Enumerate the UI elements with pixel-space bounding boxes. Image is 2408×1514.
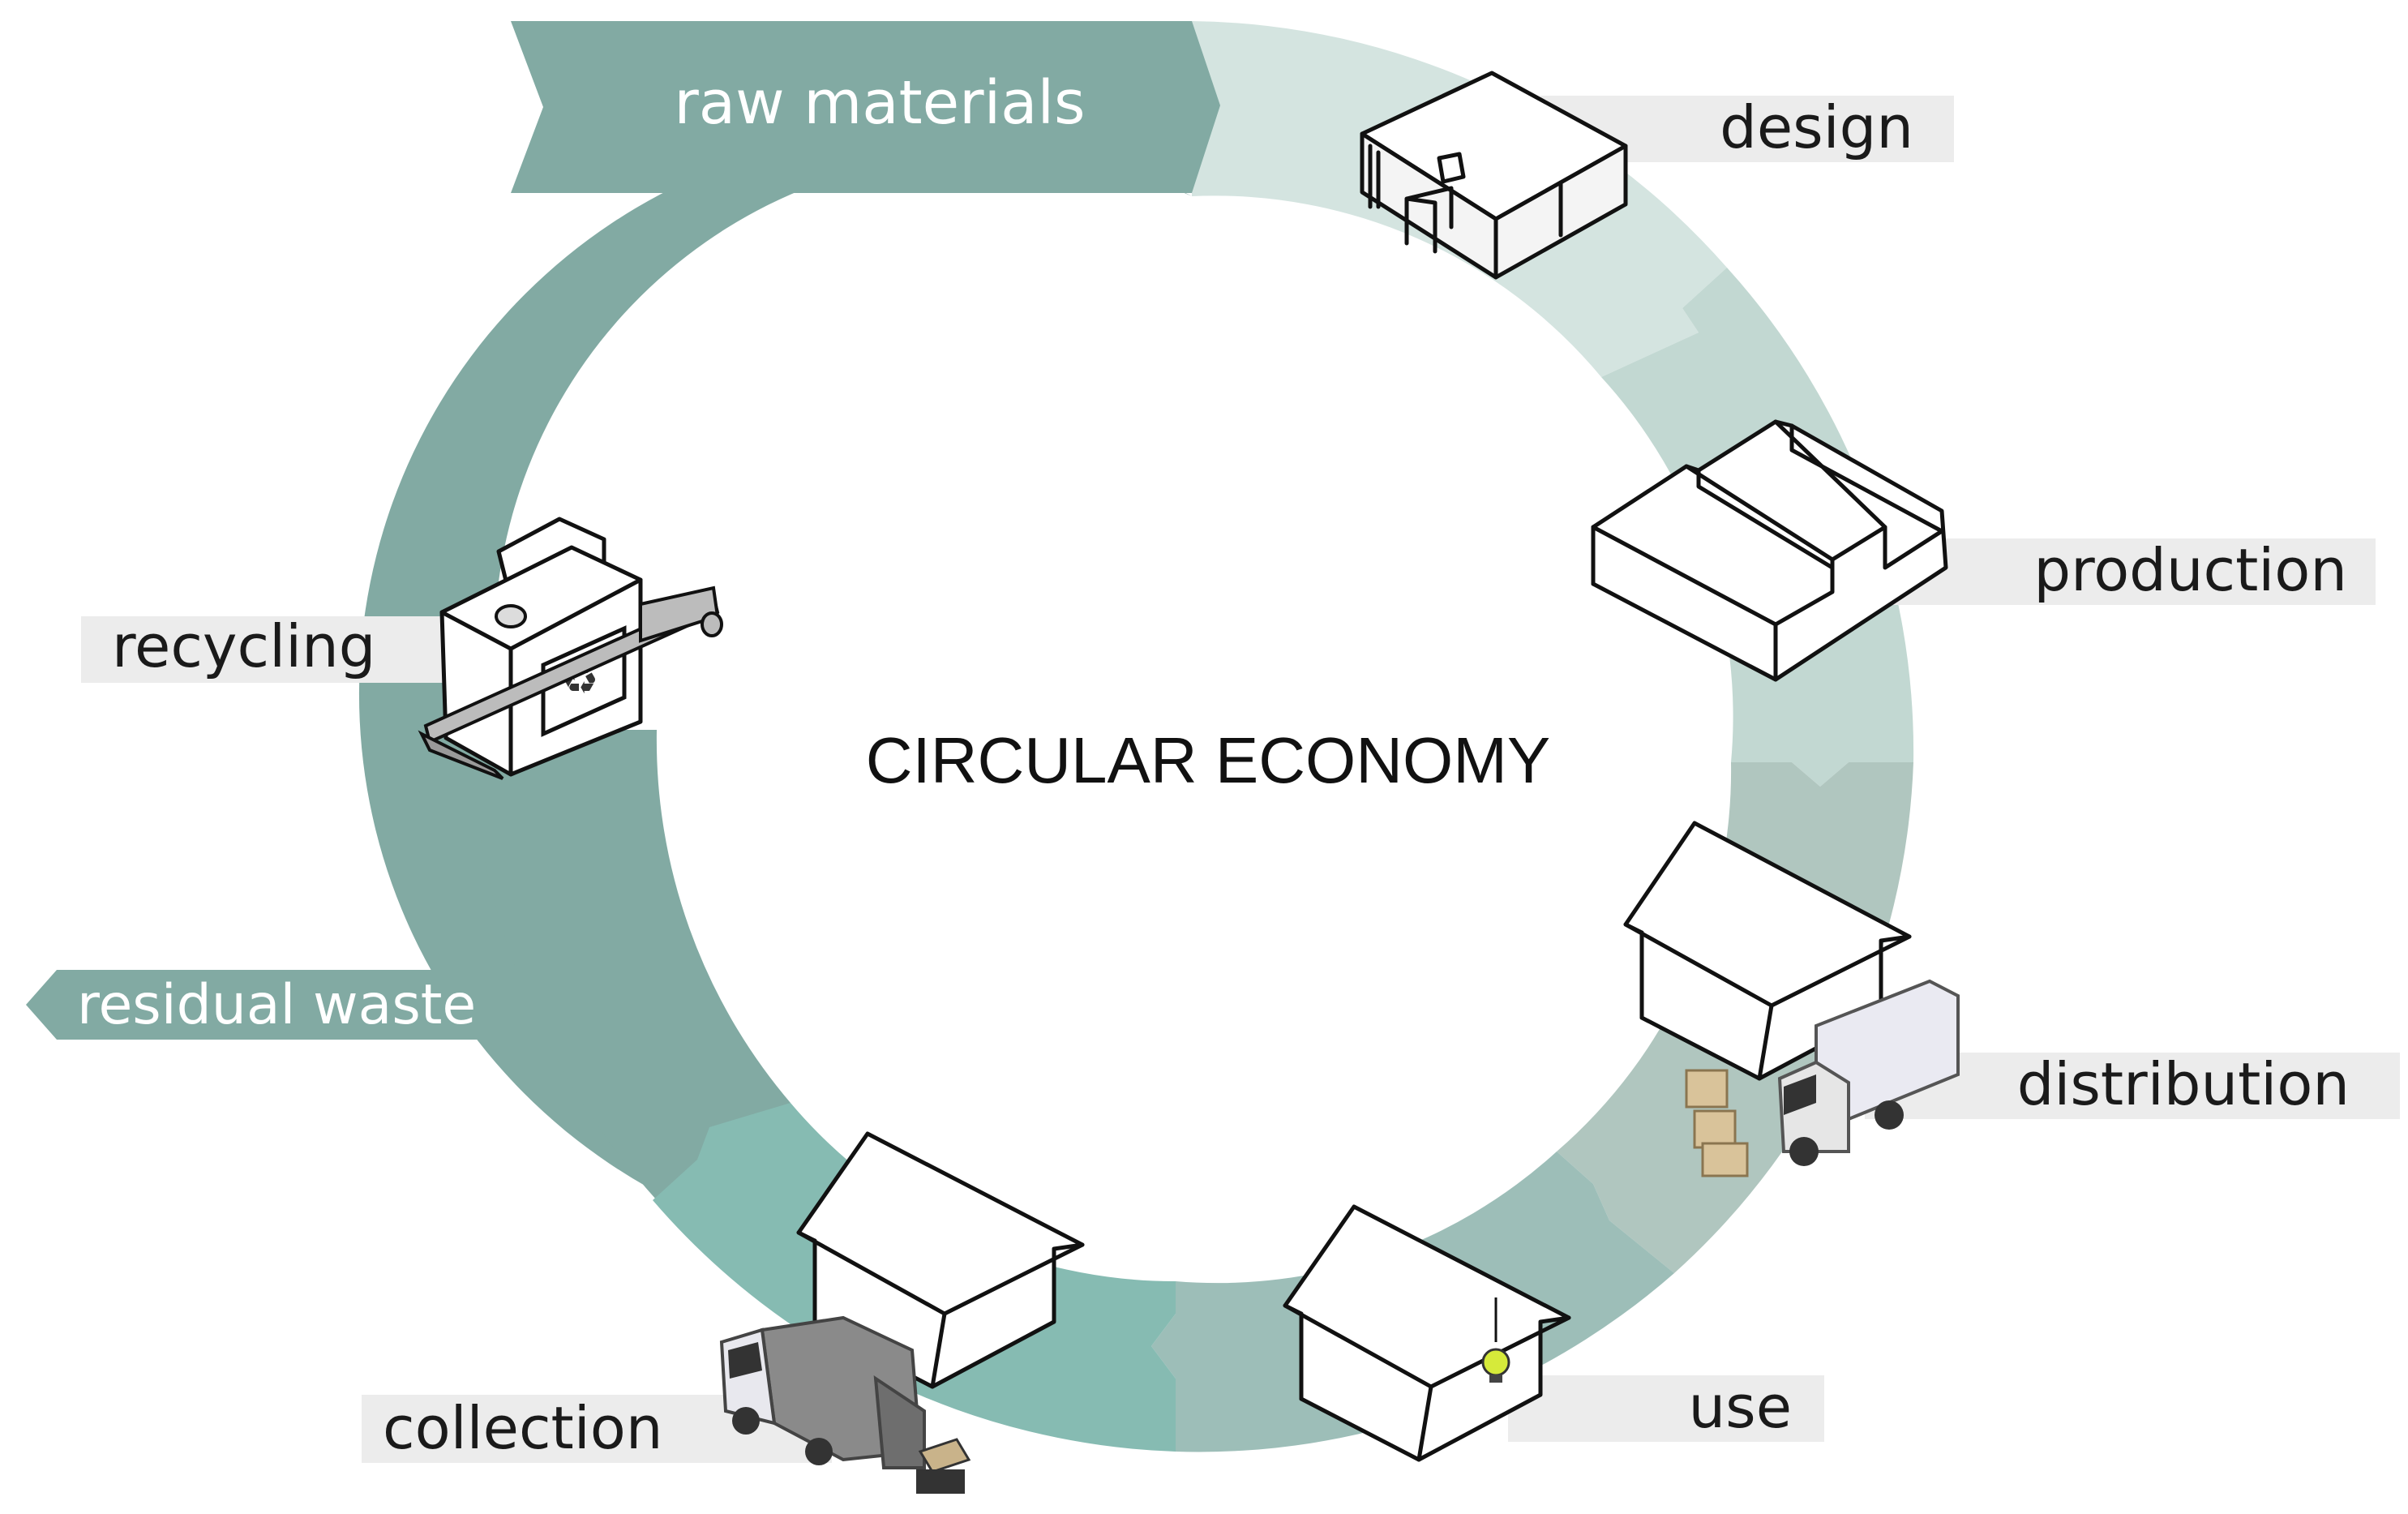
residual-waste-label: residual waste [77,973,476,1037]
residual-waste-banner: residual waste [26,970,551,1040]
house-garbage-truck-icon [719,1131,1085,1494]
use-label: use [1689,1373,1792,1441]
design-table-icon [1360,71,1628,280]
production-label: production [2033,536,2347,604]
recycling-label-plate: recycling [81,612,495,683]
use-label-plate: use [1508,1373,1824,1442]
warehouse-truck-icon [1623,821,1960,1177]
house-lightbulb-icon [1283,1204,1571,1462]
diagram-title: CIRCULAR ECONOMY [866,724,1551,796]
ring-inner-disk [689,227,1695,1233]
recycling-label: recycling [112,612,375,680]
raw-materials-banner: raw materials [511,21,1220,193]
collection-label: collection [383,1394,662,1462]
ring-segment-recycling [470,730,791,1200]
production-label-plate: production [1865,536,2376,605]
distribution-label: distribution [2017,1050,2350,1118]
recycling-machine-icon: ♻ [418,517,723,780]
factory-icon [1591,419,1948,682]
design-label: design [1720,93,1913,161]
ring-segment-raw-materials [358,21,1193,1192]
raw-materials-label: raw materials [674,68,1085,138]
